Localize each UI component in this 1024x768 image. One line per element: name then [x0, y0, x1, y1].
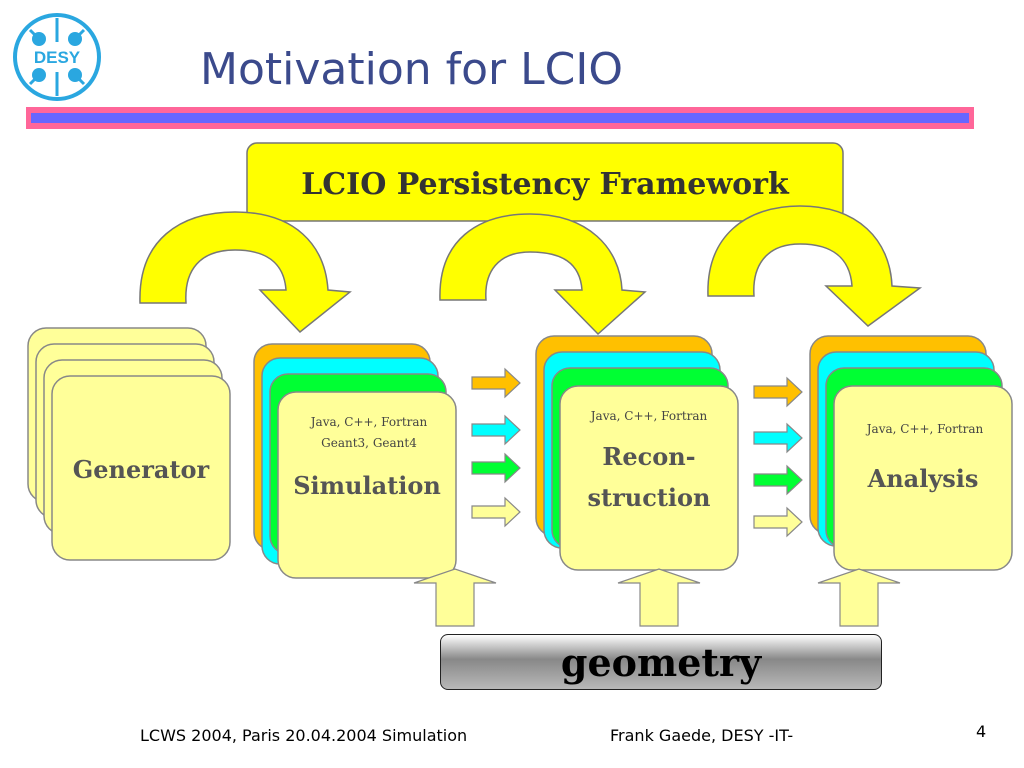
page-number: 4	[976, 722, 987, 741]
geometry-up-arrows	[413, 568, 901, 627]
simulation-stack	[253, 343, 457, 579]
footer-right: Frank Gaede, DESY -IT-	[610, 726, 794, 745]
geometry-label: geometry	[560, 639, 762, 685]
reco-to-analysis-arrows	[753, 376, 803, 538]
sim-to-reco-arrows	[471, 367, 521, 528]
simulation-langs: Java, C++, Fortran	[309, 415, 428, 429]
curved-arrow-1	[139, 211, 352, 334]
title-divider	[26, 107, 974, 129]
framework-label: LCIO Persistency Framework	[301, 167, 790, 202]
simulation-label: Simulation	[293, 471, 441, 500]
reconstruction-label-line2: struction	[588, 483, 711, 512]
svg-text:DESY: DESY	[34, 48, 81, 67]
reconstruction-stack	[535, 335, 739, 571]
analysis-langs: Java, C++, Fortran	[865, 422, 984, 436]
analysis-stack	[809, 335, 1013, 571]
simulation-sub: Geant3, Geant4	[321, 436, 417, 450]
curved-arrow-2	[439, 213, 647, 336]
slide-title: Motivation for LCIO	[200, 44, 623, 95]
footer-left: LCWS 2004, Paris 20.04.2004 Simulation	[140, 726, 468, 745]
desy-logo-icon: DESY	[13, 13, 101, 101]
generator-stack	[27, 327, 231, 561]
desy-logo: DESY	[12, 12, 102, 102]
geometry-box: geometry	[440, 634, 882, 690]
curved-arrow-3	[707, 205, 923, 327]
reconstruction-label-line1: Recon-	[602, 442, 695, 471]
generator-label: Generator	[73, 455, 210, 484]
analysis-label: Analysis	[867, 464, 979, 493]
reconstruction-langs: Java, C++, Fortran	[589, 409, 708, 423]
